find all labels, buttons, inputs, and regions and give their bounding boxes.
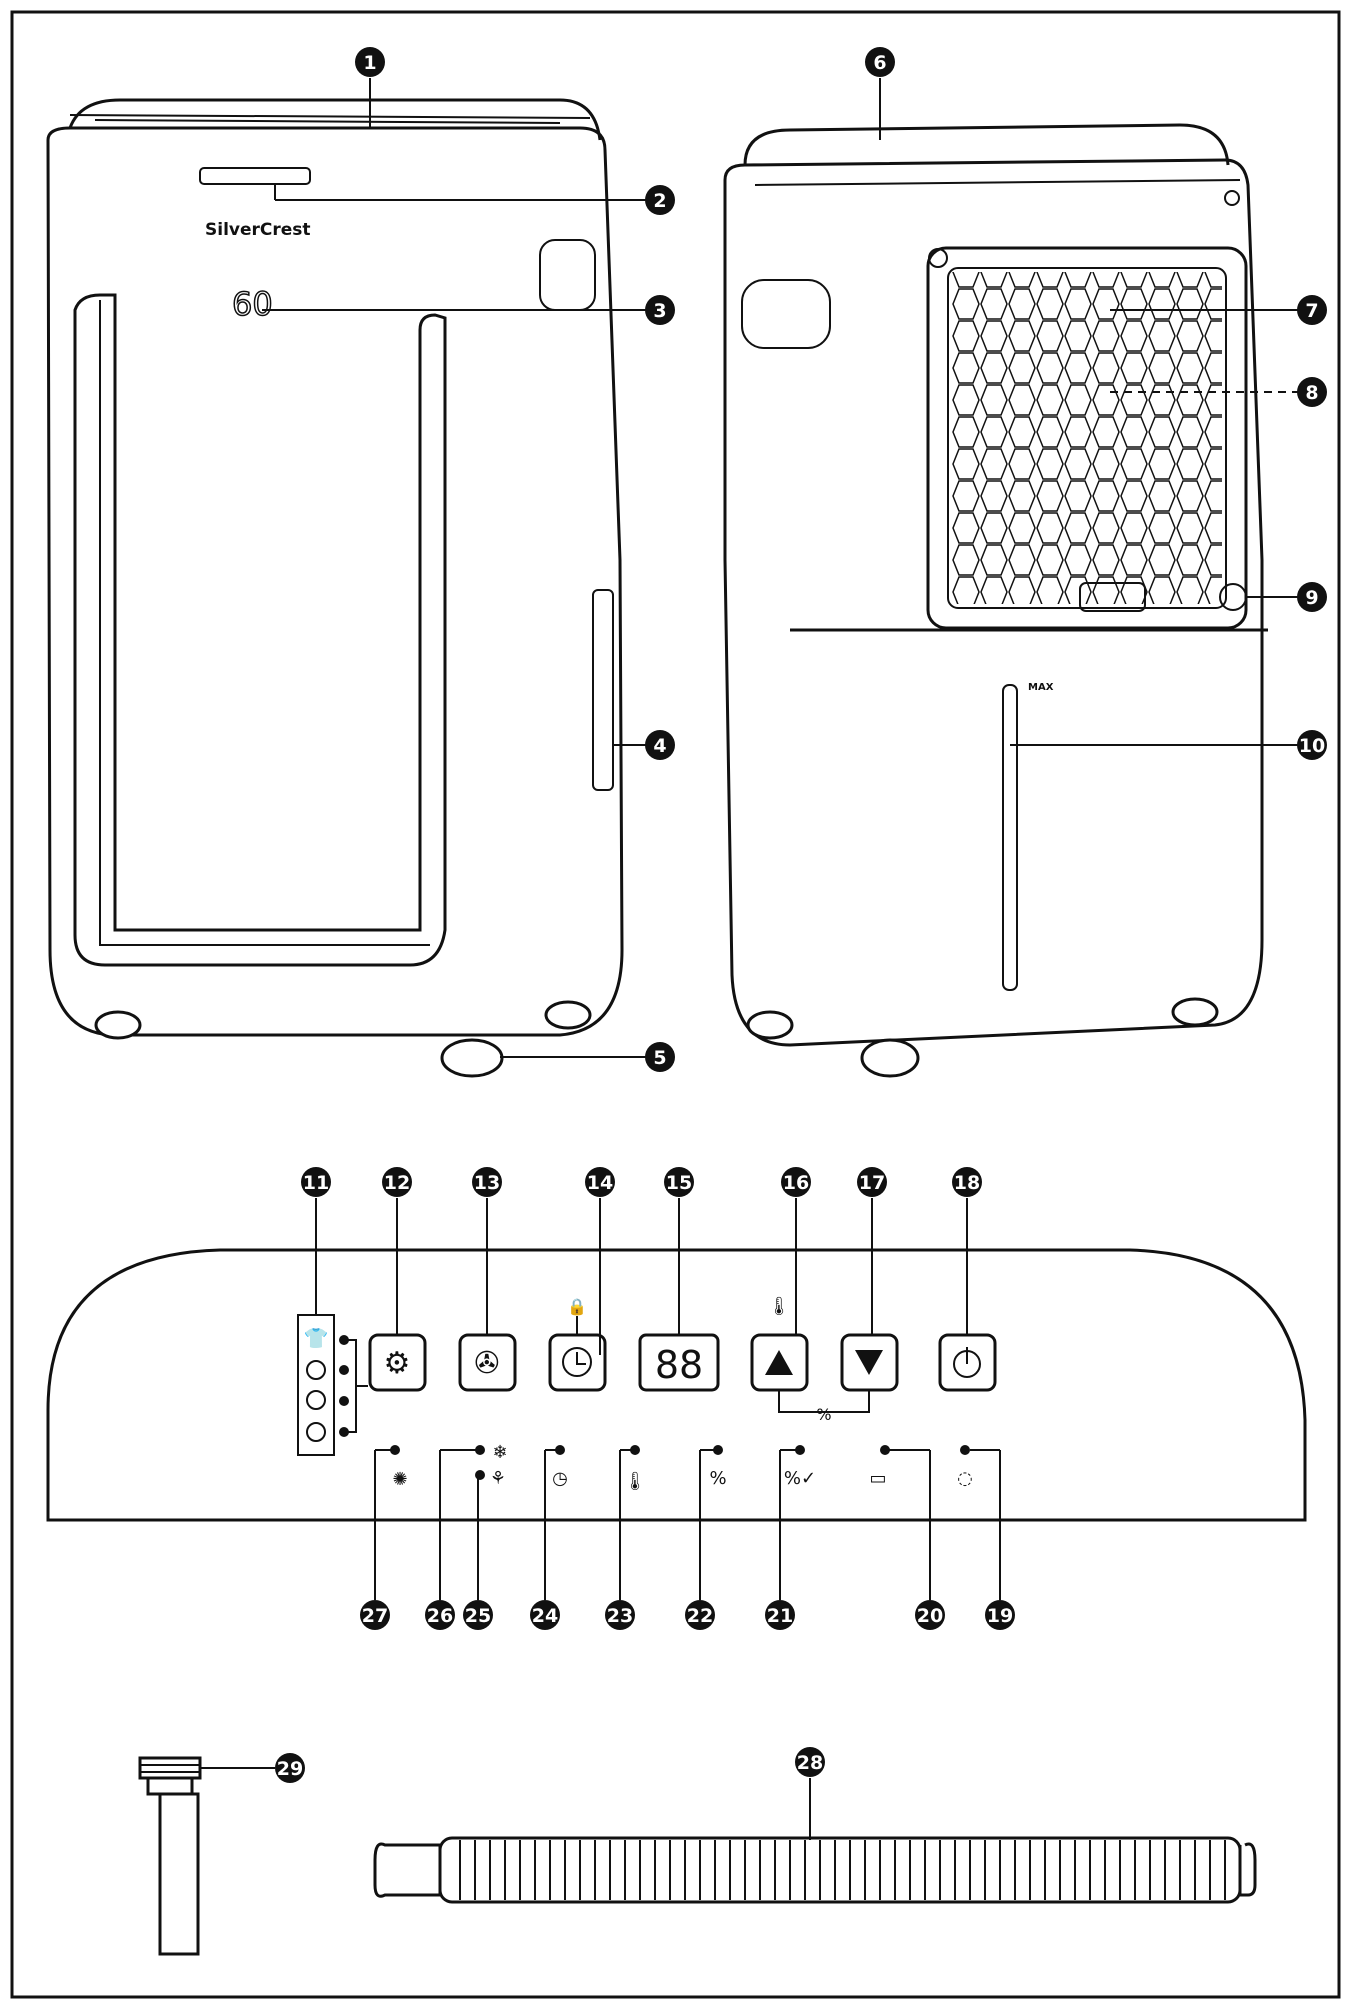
svg-text:%: % [816,1405,831,1424]
front-view-dehumidifier: SilverCrest 60 [46,98,624,1078]
callout-label: 19 [987,1605,1013,1627]
svg-text:🔒: 🔒 [567,1297,587,1316]
drain-hose [373,1836,1257,1904]
callout-21: 21 [765,1600,795,1630]
svg-text:✇: ✇ [474,1346,499,1381]
svg-text:✺: ✺ [392,1469,407,1490]
callout-label: 23 [607,1605,633,1627]
callout-label: 18 [954,1172,980,1194]
callout-label: 20 [917,1605,943,1627]
callout-label: 9 [1305,587,1318,609]
callout-14: 14 [585,1167,615,1197]
svg-text:%: % [709,1468,726,1489]
brand-logo: SilverCrest [205,220,311,240]
svg-text:%✓: %✓ [784,1468,816,1489]
callout-label: 8 [1305,382,1318,404]
callout-20: 20 [915,1600,945,1630]
honeycomb-filter [952,272,1222,604]
callout-label: 25 [465,1605,491,1627]
callout-18: 18 [952,1167,982,1197]
callout-24: 24 [530,1600,560,1630]
callout-4: 4 [645,730,675,760]
callout-label: 4 [653,735,666,757]
callout-label: 15 [666,1172,692,1194]
callout-13: 13 [472,1167,502,1197]
callout-10: 10 [1297,730,1327,760]
callout-11: 11 [301,1167,331,1197]
callout-label: 5 [653,1047,666,1069]
callout-label: 6 [873,52,886,74]
back-view-dehumidifier: MAX [723,123,1268,1078]
callout-23: 23 [605,1600,635,1630]
callout-label: 10 [1299,735,1325,757]
callout-2: 2 [645,185,675,215]
max-label: MAX [1028,682,1054,693]
svg-text:🌡: 🌡 [768,1296,791,1317]
callout-29: 29 [275,1753,305,1783]
callout-5: 5 [645,1042,675,1072]
svg-text:❄: ❄ [492,1442,507,1463]
callout-label: 22 [687,1605,713,1627]
callout-label: 26 [427,1605,453,1627]
callout-label: 24 [532,1605,558,1627]
callout-3: 3 [645,295,675,325]
callout-26: 26 [425,1600,455,1630]
callout-7: 7 [1297,295,1327,325]
svg-text:◷: ◷ [552,1468,568,1489]
callout-1: 1 [355,47,385,77]
svg-text:⚘: ⚘ [490,1468,506,1489]
callout-label: 27 [362,1605,388,1627]
callout-15: 15 [664,1167,694,1197]
callout-9: 9 [1297,582,1327,612]
callout-label: 17 [859,1172,885,1194]
callout-label: 29 [277,1758,303,1780]
callout-label: 21 [767,1605,793,1627]
callout-16: 16 [781,1167,811,1197]
callout-label: 3 [653,300,666,322]
svg-text:◌: ◌ [957,1468,973,1489]
svg-text:⚙: ⚙ [384,1346,411,1381]
outer-frame [10,10,1341,1999]
drain-adapter [138,1756,202,1956]
callout-label: 13 [474,1172,500,1194]
svg-text:▭: ▭ [869,1468,886,1489]
callout-8: 8 [1297,377,1327,407]
leader-lines [200,78,1300,1840]
callout-19: 19 [985,1600,1015,1630]
callout-label: 2 [653,190,666,212]
callout-12: 12 [382,1167,412,1197]
callout-label: 28 [797,1752,823,1774]
callout-25: 25 [463,1600,493,1630]
callout-6: 6 [865,47,895,77]
callout-label: 11 [303,1172,329,1194]
callout-27: 27 [360,1600,390,1630]
callout-label: 12 [384,1172,410,1194]
callout-28: 28 [795,1747,825,1777]
svg-text:👕: 👕 [304,1326,329,1350]
callout-label: 7 [1305,300,1318,322]
callout-22: 22 [685,1600,715,1630]
svg-text:🌡: 🌡 [624,1471,647,1492]
control-panel: 👕 ⚙ ✇ 🔒 88 🌡 % [46,1248,1307,1522]
callout-label: 16 [783,1172,809,1194]
front-humidity-display: 60 [232,285,273,323]
callout-label: 14 [587,1172,613,1194]
callout-label: 1 [363,52,376,74]
panel-display-digits: 88 [655,1343,703,1387]
callout-17: 17 [857,1167,887,1197]
